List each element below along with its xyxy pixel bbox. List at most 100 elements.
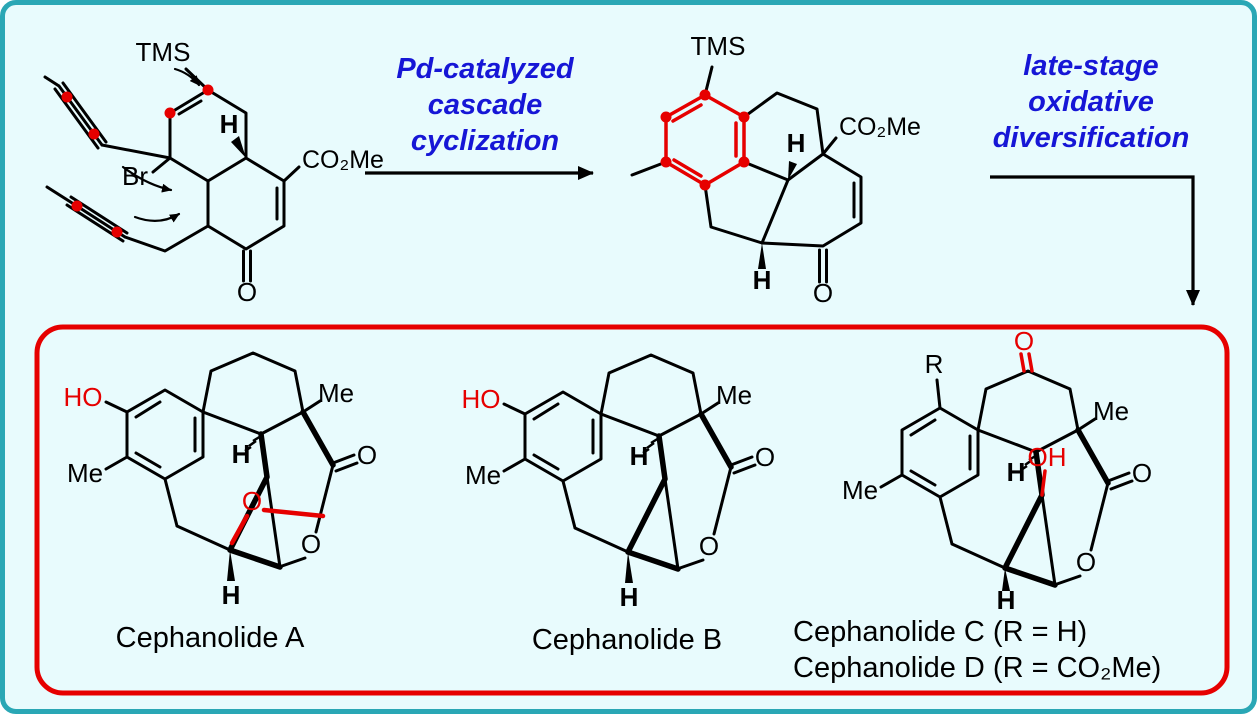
- arene-dot: [699, 179, 711, 191]
- phenol-label: HO: [64, 382, 103, 412]
- ketone-oxygen-label: O: [237, 277, 257, 307]
- reactive-dot: [202, 84, 214, 96]
- tms-label: TMS: [691, 31, 746, 61]
- cephanolide-a-structure: HO Me Me H O O O H Cephanolide A: [64, 351, 377, 654]
- step1-label-line2: cascade: [428, 89, 543, 121]
- step2-label-line1: late-stage: [1023, 50, 1158, 82]
- stereo-h-label-top: H: [1007, 457, 1026, 487]
- ceph-cd-h-wedge-bottom: [1002, 568, 1010, 591]
- reactive-dot: [111, 226, 123, 238]
- ceph-cd-lactone-carbonyl-double-bond: [1106, 471, 1134, 491]
- ceph-b-arene-inner-double-bonds: [532, 402, 595, 471]
- bromine-label: Br: [122, 161, 148, 191]
- lactone-carbonyl-oxygen-label: O: [357, 440, 377, 470]
- ester-label: CO₂Me: [839, 113, 921, 141]
- reaction-arrow-2: [990, 175, 1200, 306]
- start-material-double-bond-lines: [177, 99, 279, 221]
- step1-arrow-and-label: Pd-catalyzed cascade cyclization: [365, 53, 594, 180]
- step1-label-line3: cyclization: [411, 125, 559, 157]
- compound-name-c: Cephanolide C (R = H): [793, 616, 1087, 648]
- lactone-ring-oxygen-label: O: [699, 531, 719, 561]
- stereo-h-label-top: H: [232, 439, 251, 469]
- ceph-a-skeleton-bonds: [104, 351, 335, 569]
- ceph-a-ether-bridge-bonds: [229, 507, 326, 546]
- natural-products-box: HO Me Me H O O O H Cephanolide A HO Me M…: [34, 324, 1230, 696]
- start-material-skeleton-bonds: [100, 67, 301, 253]
- arene-dot: [660, 156, 672, 168]
- start-material-mechanism-arrows: [121, 67, 201, 223]
- cephanolide-b-structure: HO Me Me H O O H Cephanolide B: [462, 353, 775, 656]
- step2-label-line2: oxidative: [1028, 86, 1154, 118]
- stereo-h-label-bottom: H: [753, 265, 772, 295]
- ceph-cd-h-dashed-wedge: [1020, 453, 1038, 472]
- reactive-dot: [164, 107, 176, 119]
- compound-name-d: Cephanolide D (R = CO₂Me): [793, 652, 1161, 684]
- lactone-carbonyl-oxygen-label: O: [755, 442, 775, 472]
- hydroxyl-label: OH: [1028, 442, 1067, 472]
- lactone-carbonyl-oxygen-label: O: [1132, 458, 1152, 488]
- ceph-a-h-wedge-bottom: [227, 550, 235, 581]
- mechanism-arrow: [121, 165, 173, 193]
- product-h-wedge-bottom: [758, 243, 766, 269]
- stereo-h-label-bottom: H: [222, 580, 241, 610]
- lactone-ring-oxygen-label: O: [301, 529, 321, 559]
- ketone-oxygen-label: O: [813, 278, 833, 308]
- arene-dot: [738, 111, 750, 123]
- product-arene-inner-double-bonds: [671, 103, 738, 178]
- stereo-h-label-bottom: H: [997, 585, 1016, 615]
- ketone-oxygen-label: O: [1014, 326, 1034, 356]
- ceph-cd-skeleton-bonds: [879, 369, 1110, 587]
- reactive-dot: [61, 91, 73, 103]
- ceph-a-h-dashed-wedge: [244, 434, 262, 453]
- products-box-border: [34, 324, 1230, 696]
- step2-label-line3: diversification: [993, 122, 1190, 154]
- ceph-b-lactone-carbonyl-double-bond: [729, 455, 757, 475]
- start-material-structure: TMS Br H CO₂Me O: [43, 37, 384, 307]
- arene-dot: [699, 89, 711, 101]
- ether-bridge-oxygen-label: O: [242, 486, 262, 516]
- mechanism-arrow: [173, 67, 201, 87]
- reactive-dot: [71, 200, 83, 212]
- stereo-h-label-bottom: H: [620, 582, 639, 612]
- ceph-a-lactone-carbonyl-double-bond: [331, 453, 359, 473]
- arene-dot: [660, 111, 672, 123]
- ceph-b-h-wedge-bottom: [625, 552, 633, 583]
- tms-label: TMS: [136, 37, 191, 67]
- product-new-arene-ring: [664, 93, 746, 187]
- start-material-reactive-site-dots: [61, 84, 214, 238]
- scheme-drawing: TMS Br H CO₂Me O Pd-catalyzed cascade cy…: [34, 31, 1230, 696]
- product-arene-carbon-dots: [660, 89, 750, 191]
- aryl-methyl-label: Me: [465, 460, 501, 490]
- product-structure: TMS CO₂Me H H O: [630, 31, 921, 308]
- product-h-wedge-top: [788, 161, 797, 180]
- aryl-methyl-label: Me: [67, 458, 103, 488]
- ceph-b-skeleton-bonds: [502, 353, 733, 571]
- step1-label-line1: Pd-catalyzed: [396, 53, 575, 85]
- ceph-b-h-dashed-wedge: [642, 436, 660, 455]
- ceph-cd-arene-inner-double-bonds: [909, 418, 972, 487]
- top-methyl-label: Me: [318, 378, 354, 408]
- stereo-h-label: H: [220, 109, 239, 139]
- product-skeleton-bonds: [630, 65, 863, 248]
- arene-dot: [738, 156, 750, 168]
- lactone-ring-oxygen-label: O: [1076, 547, 1096, 577]
- cephanolide-cd-structure: R O OH Me Me H O O H Cephanolide C (R = …: [793, 326, 1161, 684]
- top-methyl-label: Me: [1093, 396, 1129, 426]
- mechanism-arrow: [133, 212, 181, 223]
- ceph-b-cage-bold-bonds: [625, 411, 734, 572]
- reactive-dot: [88, 128, 100, 140]
- ceph-cd-ketone-double-bond: [1019, 352, 1034, 373]
- phenol-label: HO: [462, 384, 501, 414]
- product-ketone-double-bond: [818, 248, 828, 284]
- stereo-h-label-top: H: [787, 128, 806, 158]
- start-material-h-wedge: [231, 136, 246, 158]
- compound-name: Cephanolide B: [532, 624, 722, 656]
- ester-label: CO₂Me: [302, 146, 384, 174]
- start-material-alkyne-bonds: [43, 75, 129, 243]
- top-methyl-label: Me: [716, 380, 752, 410]
- compound-name: Cephanolide A: [116, 622, 305, 654]
- aryl-methyl-label: Me: [842, 475, 878, 505]
- r-group-label: R: [925, 349, 944, 379]
- ceph-a-arene-inner-double-bonds: [134, 400, 197, 469]
